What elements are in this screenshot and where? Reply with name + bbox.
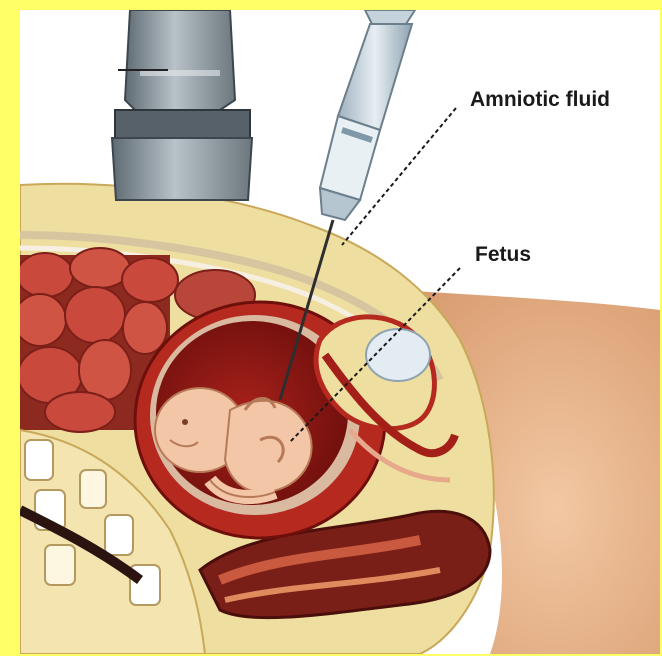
fetus-label: Fetus — [475, 243, 531, 267]
ultrasound-probe — [112, 10, 252, 200]
amniotic-fluid-label: Amniotic fluid — [470, 88, 610, 112]
illustration-panel: Amniotic fluid Fetus — [20, 10, 660, 654]
